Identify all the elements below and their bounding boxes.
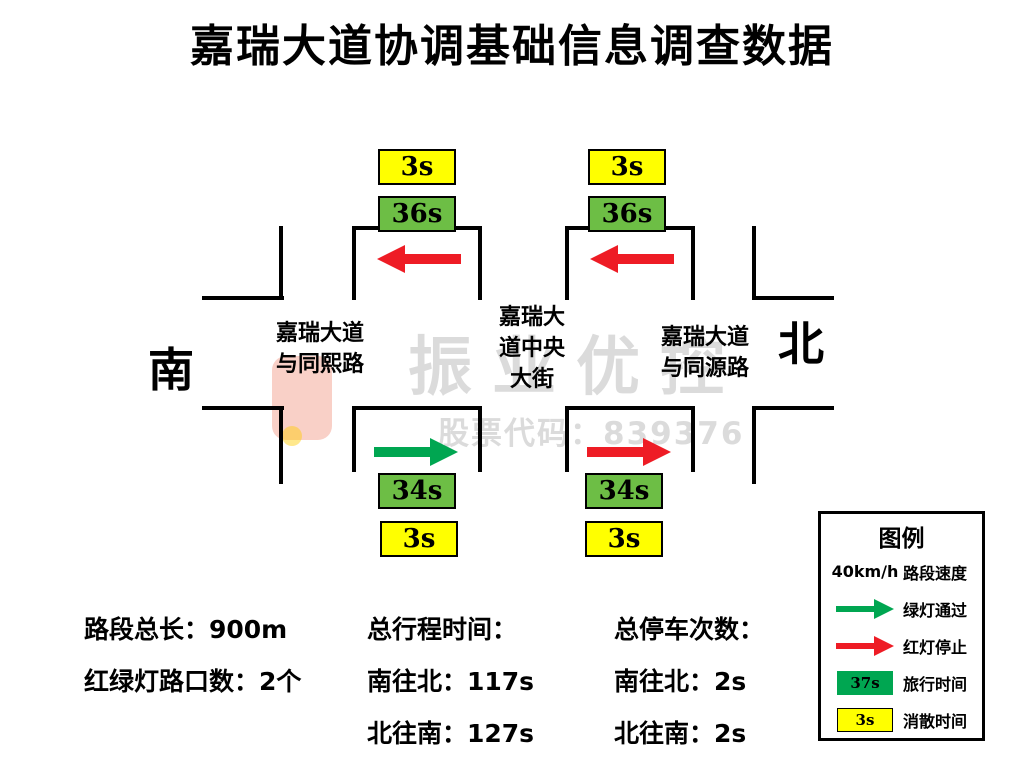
stat-stops-title: 总停车次数： xyxy=(614,615,765,644)
road-edge-line xyxy=(202,406,284,410)
stats-column-stops: 总停车次数： 南往北：2s 北往南：2s xyxy=(614,610,764,766)
road-edge-line xyxy=(352,406,482,410)
intersection-label-right: 嘉瑞大道 与同源路 xyxy=(643,322,767,384)
legend-speed-value: 40km/h xyxy=(831,562,899,581)
road-edge-line xyxy=(565,406,695,410)
travel-time-box: 36s xyxy=(588,196,666,232)
intersection-label-line: 嘉瑞大 xyxy=(498,305,565,330)
intersection-label-left: 嘉瑞大道 与同熙路 xyxy=(258,318,382,380)
travel-time-box: 36s xyxy=(378,196,456,232)
clear-time-box: 3s xyxy=(588,149,666,185)
legend-row-label: 红灯停止 xyxy=(903,637,968,657)
road-edge-line xyxy=(752,226,756,300)
road-edge-line xyxy=(279,226,283,300)
stats-column-section: 路段总长：900m 红绿灯路口数：2个 xyxy=(84,610,301,714)
stat-travel-time-ns: 北往南：127s xyxy=(367,719,535,748)
direction-label-north: 北 xyxy=(778,317,824,371)
legend-green-arrow-icon xyxy=(836,598,894,619)
legend-row-red-stop: 红灯停止 xyxy=(821,627,982,664)
legend-row-green-pass: 绿灯通过 xyxy=(821,590,982,627)
stat-stops-sn: 南往北：2s xyxy=(614,667,747,696)
intersection-label-middle: 嘉瑞大 道中央 大街 xyxy=(480,302,584,395)
stat-signal-count: 红绿灯路口数：2个 xyxy=(84,667,302,696)
legend-panel: 图例 40km/h 路段速度 绿灯通过 红灯停止 xyxy=(818,511,985,741)
watermark-logo-dot xyxy=(282,426,302,446)
clear-time-box: 3s xyxy=(585,521,663,557)
stat-stops-ns: 北往南：2s xyxy=(614,719,747,748)
stat-total-length: 路段总长：900m xyxy=(84,615,288,644)
intersection-label-line: 嘉瑞大道 xyxy=(660,325,749,350)
travel-time-box: 34s xyxy=(585,473,663,509)
road-edge-line xyxy=(691,226,695,300)
road-edge-line xyxy=(478,226,482,300)
red-stop-arrow-left-icon xyxy=(590,245,674,273)
road-edge-line xyxy=(752,296,834,300)
road-edge-line xyxy=(279,406,283,484)
stat-travel-time-sn: 南往北：117s xyxy=(367,667,535,696)
travel-time-box: 34s xyxy=(378,473,456,509)
road-edge-line xyxy=(565,406,569,472)
legend-clear-time-box: 3s xyxy=(837,707,893,732)
road-edge-line xyxy=(202,296,284,300)
road-edge-line xyxy=(752,406,756,484)
legend-row-label: 绿灯通过 xyxy=(903,600,968,620)
legend-row-travel-time: 37s 旅行时间 xyxy=(821,664,982,701)
clear-time-box: 3s xyxy=(380,521,458,557)
legend-red-arrow-icon xyxy=(836,635,894,656)
intersection-label-line: 大街 xyxy=(509,367,554,392)
red-stop-arrow-right-icon xyxy=(587,438,671,466)
legend-row-clear-time: 3s 消散时间 xyxy=(821,701,982,738)
legend-row-speed: 40km/h 路段速度 xyxy=(821,553,982,590)
stats-column-travel-time: 总行程时间： 南往北：117s 北往南：127s xyxy=(367,610,534,766)
direction-label-south: 南 xyxy=(148,343,194,397)
intersection-label-line: 道中央 xyxy=(498,336,565,361)
intersection-label-line: 与同源路 xyxy=(660,356,749,381)
legend-title: 图例 xyxy=(878,526,925,552)
intersection-label-line: 与同熙路 xyxy=(275,352,364,377)
intersection-label-line: 嘉瑞大道 xyxy=(275,321,364,346)
road-edge-line xyxy=(752,406,834,410)
legend-row-label: 旅行时间 xyxy=(903,674,968,694)
legend-row-label: 路段速度 xyxy=(903,563,968,583)
road-edge-line xyxy=(565,226,569,300)
stat-travel-time-title: 总行程时间： xyxy=(367,615,518,644)
road-edge-line xyxy=(352,406,356,472)
legend-row-label: 消散时间 xyxy=(903,711,968,731)
legend-travel-time-box: 37s xyxy=(837,670,893,695)
road-edge-line xyxy=(352,226,356,300)
red-stop-arrow-left-icon xyxy=(377,245,461,273)
page-title: 嘉瑞大道协调基础信息调查数据 xyxy=(190,21,834,72)
clear-time-box: 3s xyxy=(378,149,456,185)
road-edge-line xyxy=(478,406,482,472)
green-pass-arrow-right-icon xyxy=(374,438,458,466)
road-edge-line xyxy=(691,406,695,472)
